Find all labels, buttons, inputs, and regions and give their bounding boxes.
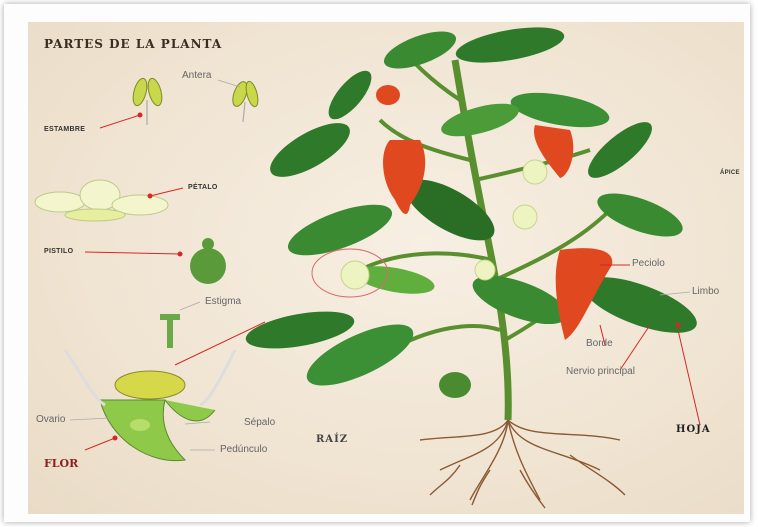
leaves	[243, 21, 703, 398]
pistilo-drawing	[190, 238, 226, 284]
label-borde: Borde	[586, 338, 613, 349]
estigma-drawing	[160, 314, 180, 348]
label-flor: FLOR	[44, 457, 78, 470]
roots	[420, 420, 625, 508]
label-antera: Antera	[182, 70, 211, 81]
estambre-drawings	[131, 77, 261, 108]
label-estigma: Estigma	[205, 296, 241, 307]
label-raiz: RAÍZ	[316, 434, 348, 445]
label-estambre: ESTAMBRE	[44, 126, 85, 133]
label-hoja: HOJA	[676, 424, 711, 435]
label-apice: ÁPICE	[720, 170, 740, 176]
filaments	[147, 100, 245, 125]
label-sepalo: Sépalo	[244, 417, 275, 428]
label-nervio-principal: Nervio principal	[566, 366, 635, 377]
label-ovario: Ovario	[36, 414, 65, 425]
label-petalo: PÉTALO	[188, 184, 218, 191]
petalo-drawing	[35, 180, 168, 221]
pepper-fruit-green	[439, 372, 471, 398]
page-title: PARTES DE LA PLANTA	[44, 37, 222, 51]
flor-cross-section	[65, 350, 235, 461]
label-pedunculo: Pedúnculo	[220, 444, 267, 455]
label-peciolo: Peciolo	[632, 258, 665, 269]
label-pistilo: PISTILO	[44, 248, 73, 255]
label-limbo: Limbo	[692, 286, 719, 297]
